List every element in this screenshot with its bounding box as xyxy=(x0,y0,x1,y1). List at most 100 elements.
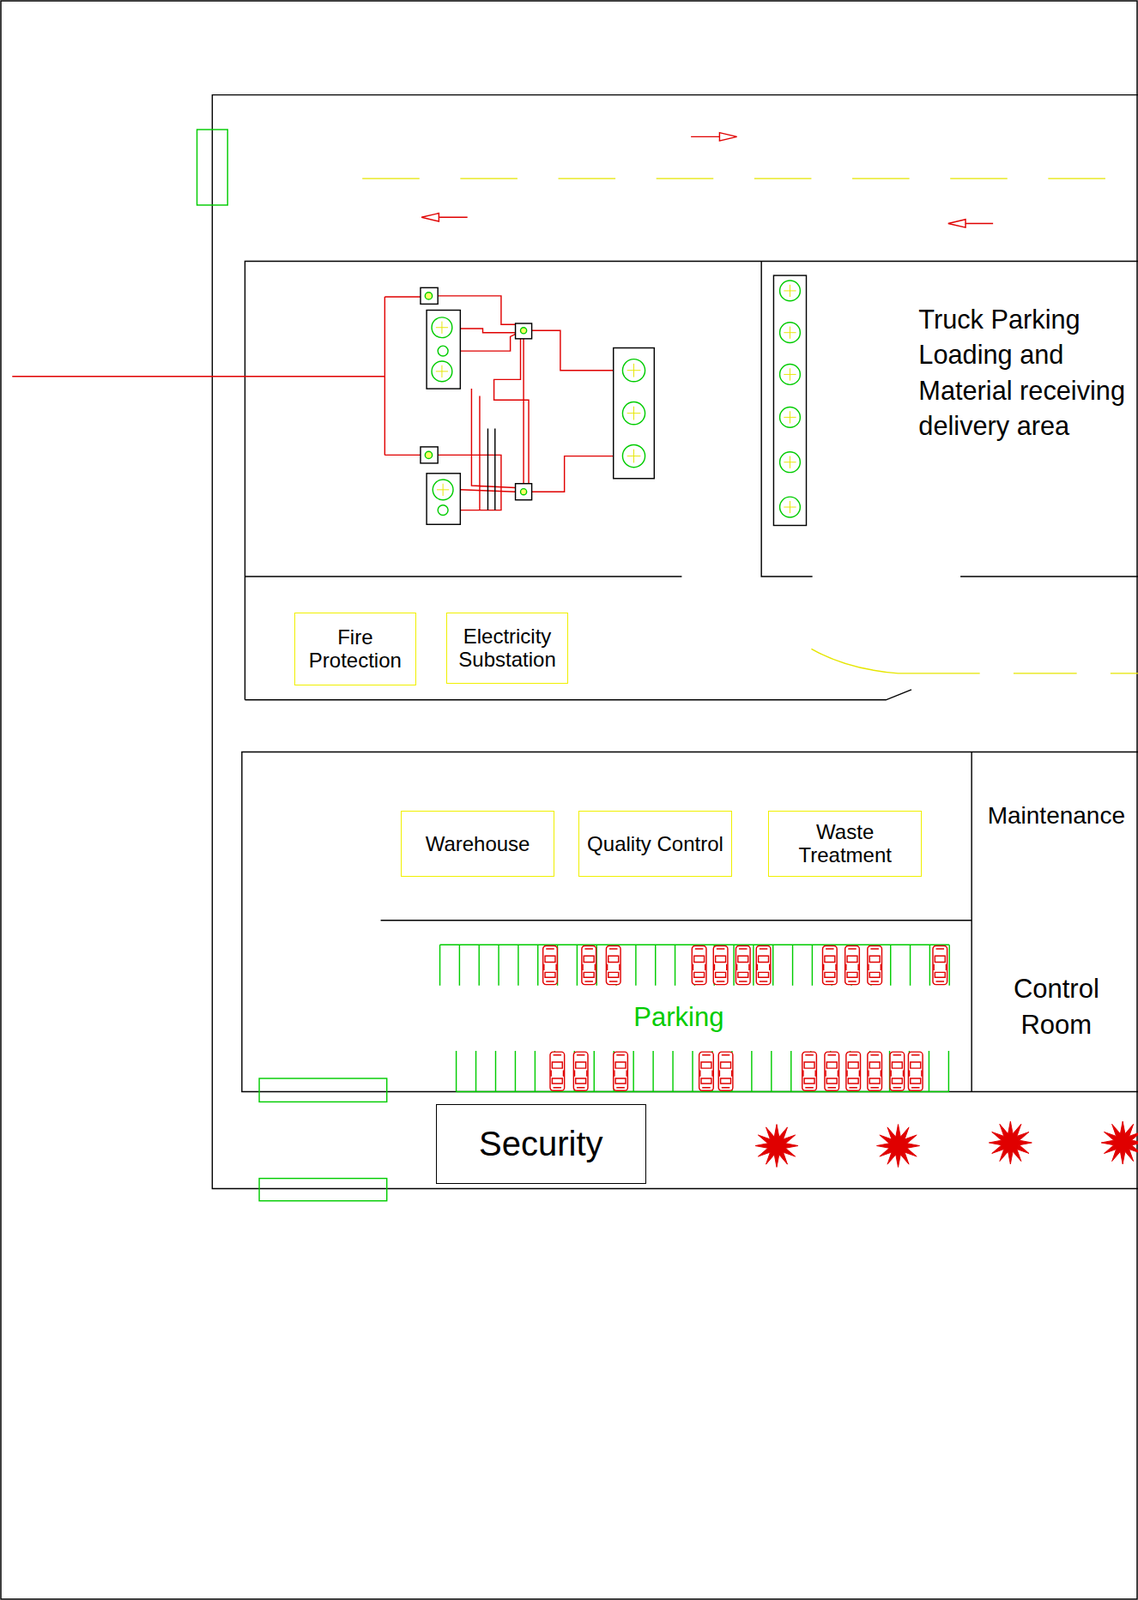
warehouse-box: Warehouse xyxy=(400,811,554,877)
stall-line xyxy=(792,944,793,987)
stall-line xyxy=(635,944,636,987)
driveway-line xyxy=(811,648,1138,674)
stall-line xyxy=(909,944,911,987)
stall-line xyxy=(593,1051,595,1093)
parking-lot xyxy=(440,944,951,1092)
car-symbol xyxy=(718,1052,733,1091)
stall-line xyxy=(948,1051,950,1093)
stall-line xyxy=(770,1051,772,1093)
traffic-arrows xyxy=(421,133,993,229)
stall-line xyxy=(790,1051,792,1093)
fire-protection-box: Fire Protection xyxy=(294,612,418,687)
tree-row xyxy=(755,1121,1138,1169)
car-symbol xyxy=(543,945,558,985)
coil-symbol xyxy=(622,445,645,468)
node-label: Truck Parking Loading and Material recei… xyxy=(918,302,1136,445)
tree-symbol xyxy=(1101,1121,1138,1165)
stall-line xyxy=(440,944,950,1092)
node-label: Security xyxy=(478,1125,604,1163)
stall-line xyxy=(929,944,931,987)
gate xyxy=(197,129,229,206)
area-label: Parking xyxy=(633,1002,724,1034)
site-boundary xyxy=(211,95,1138,1190)
switch-dots xyxy=(424,292,527,496)
car-symbol xyxy=(845,945,860,985)
car-symbol xyxy=(613,1052,629,1091)
stall-line xyxy=(459,944,461,987)
block-divider xyxy=(381,751,973,1092)
car-symbol xyxy=(581,945,597,985)
cable-pair xyxy=(487,428,495,510)
stall-line xyxy=(949,944,951,987)
stall-line xyxy=(654,944,656,987)
stall-line xyxy=(811,944,813,987)
block-divider xyxy=(244,575,682,577)
car-symbol xyxy=(699,1052,715,1091)
coil-symbol xyxy=(431,361,453,382)
coil-symbol xyxy=(622,402,645,425)
coil-symbol xyxy=(780,364,801,386)
node-label: Waste Treatment xyxy=(775,820,914,868)
tree-symbol xyxy=(988,1121,1032,1165)
stall-line xyxy=(632,1051,634,1093)
coil-symbol xyxy=(780,452,801,473)
coil-symbol xyxy=(431,317,453,339)
node-label: Maintenance xyxy=(974,799,1138,833)
substation-box: Electricity Substation xyxy=(446,612,569,685)
security-box: Security xyxy=(435,1104,647,1185)
switch-boxes xyxy=(420,287,533,500)
block-outline xyxy=(244,260,1138,700)
waste-treatment-box: Waste Treatment xyxy=(768,811,921,877)
stall-line xyxy=(534,1051,536,1093)
node-label: Warehouse xyxy=(425,832,531,857)
stall-line xyxy=(475,1051,477,1093)
stall-line xyxy=(732,944,734,987)
stall-line xyxy=(752,944,754,987)
tree-symbol xyxy=(877,1125,921,1169)
coil-symbol xyxy=(780,280,801,302)
car-symbol xyxy=(735,945,751,985)
stall-line xyxy=(671,1051,673,1093)
stall-line xyxy=(497,944,499,987)
tree-symbol xyxy=(755,1125,799,1169)
car-symbol xyxy=(713,945,728,985)
coil-symbol xyxy=(437,345,448,357)
truck-area-outline xyxy=(761,260,1138,576)
node-label: Fire Protection xyxy=(302,625,410,673)
car-symbol xyxy=(550,1052,565,1091)
car-symbol xyxy=(802,1052,818,1091)
stall-line xyxy=(514,1051,516,1093)
stall-line xyxy=(478,944,480,987)
maintenance-area: MaintenanceControl Room xyxy=(974,755,1138,1090)
electrical-equipment xyxy=(12,275,806,526)
car-symbol xyxy=(756,945,771,985)
node-label: Electricity Substation xyxy=(453,624,562,672)
coil-symbol xyxy=(437,505,448,516)
block-outline xyxy=(244,690,912,701)
stall-line xyxy=(691,1051,693,1093)
coil-symbol xyxy=(780,407,801,429)
stall-line xyxy=(652,1051,654,1093)
power-lines xyxy=(12,296,623,511)
car-symbol xyxy=(823,945,838,985)
stall-line xyxy=(537,944,539,987)
block-outline xyxy=(242,751,1138,1092)
stall-line xyxy=(928,1051,930,1093)
transformer-housings xyxy=(426,275,806,526)
car-symbol xyxy=(573,1052,588,1091)
plan-drawing xyxy=(12,95,1138,1202)
car-symbol xyxy=(824,1052,840,1091)
car-symbol xyxy=(889,1052,905,1091)
transformer-coils xyxy=(431,280,800,518)
stall-line xyxy=(576,944,578,987)
stall-line xyxy=(439,944,441,987)
road-centerline xyxy=(362,177,1138,179)
quality-control-box: Quality Control xyxy=(578,811,732,877)
stall-line xyxy=(455,1051,457,1093)
stall-line xyxy=(674,944,676,987)
node-label: Quality Control xyxy=(587,832,724,857)
coil-symbol xyxy=(780,496,801,518)
car-symbol xyxy=(867,1052,883,1091)
